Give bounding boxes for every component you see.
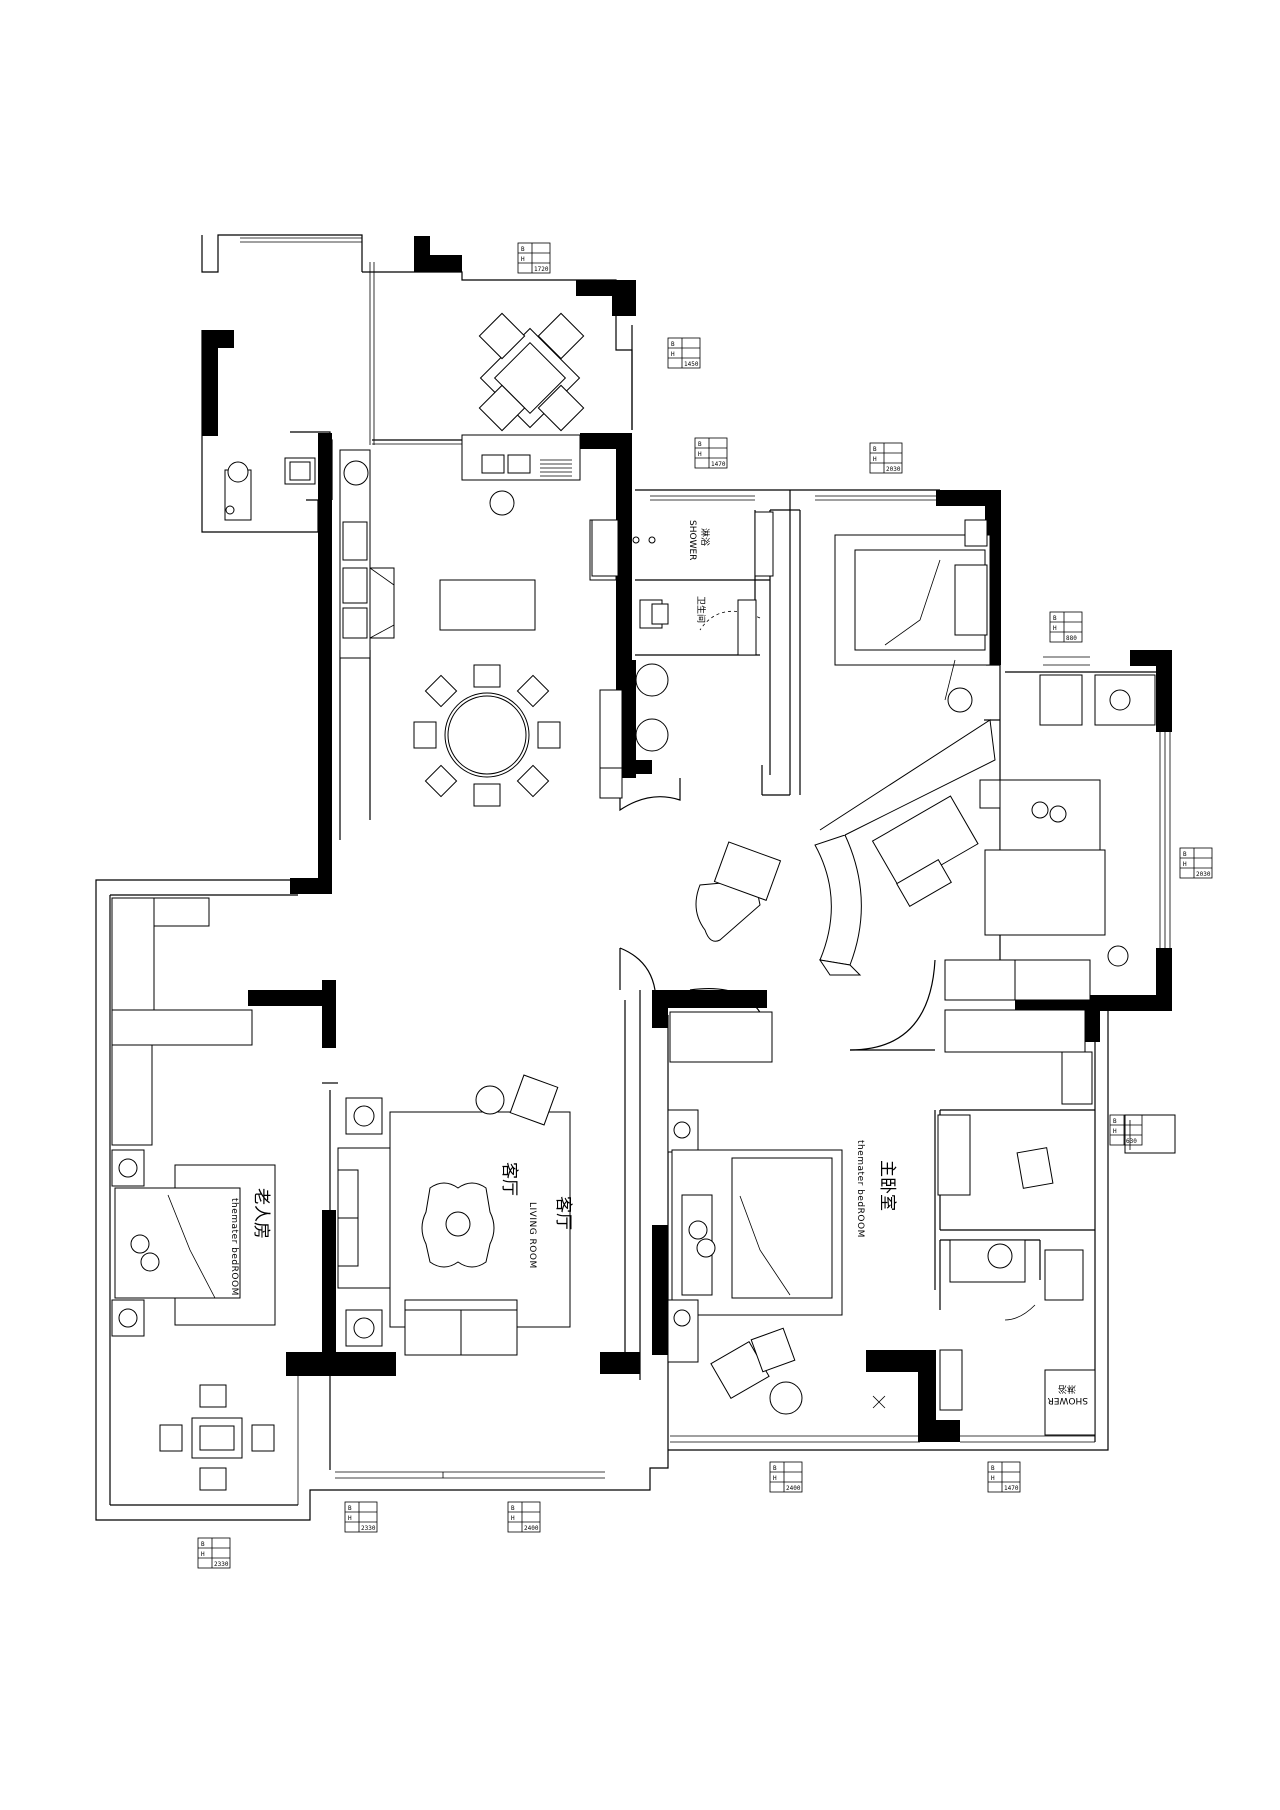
living-room-label-cn: 客厅 xyxy=(553,1196,573,1230)
tag-label: B xyxy=(773,1465,777,1472)
window-tag-t7: B H 630 xyxy=(1109,1114,1143,1146)
bathroom-top xyxy=(591,511,774,752)
shower-top-label-cn: 淋浴 xyxy=(699,528,711,546)
window-tag-t8: B H 2400 xyxy=(769,1461,803,1493)
elder-bedroom-label-cn: 老人房 xyxy=(251,1188,271,1239)
tag-label: B xyxy=(348,1505,352,1512)
tag-label: 2330 xyxy=(361,1525,376,1532)
tag-label: B xyxy=(873,446,877,453)
shower-bottom-label-en: SHOWER xyxy=(1048,1395,1088,1405)
shower-bottom-label-cn: 淋浴 xyxy=(1058,1383,1076,1395)
tag-label: B xyxy=(511,1505,515,1512)
window-tag-t2: B H 1450 xyxy=(667,337,701,369)
bedroom-top-right xyxy=(834,519,991,713)
tag-label: B xyxy=(1113,1118,1117,1125)
living-room-furniture xyxy=(337,1074,571,1356)
tag-label: H xyxy=(511,1515,515,1522)
bathroom-label-cn: 卫生间 xyxy=(695,596,707,623)
tag-label: H xyxy=(1183,861,1187,868)
window-tag-t3: B H 1470 xyxy=(694,437,728,469)
window-tags: B H 1720 B H 1450 B H 1470 B xyxy=(197,242,1213,1569)
tag-label: B xyxy=(698,441,702,448)
tag-label: H xyxy=(521,256,525,263)
piano xyxy=(695,719,996,976)
tea-table xyxy=(159,1384,275,1491)
tag-label: H xyxy=(348,1515,352,1522)
dining-round xyxy=(413,579,561,807)
elder-bedroom xyxy=(111,897,276,1337)
tag-label: H xyxy=(698,451,702,458)
bedroom-right xyxy=(871,674,1156,1001)
tag-label: 2400 xyxy=(524,1525,539,1532)
window-tag-t4: B H 2030 xyxy=(869,442,903,474)
tag-label: 630 xyxy=(1126,1138,1137,1145)
tag-label: 1470 xyxy=(1004,1485,1019,1492)
master-bedroom xyxy=(667,1011,886,1415)
tag-label: B xyxy=(1053,615,1057,622)
window-tag-t10: B H 2330 xyxy=(344,1501,378,1533)
window-tag-t11: B H 2400 xyxy=(507,1501,541,1533)
tag-label: B xyxy=(991,1465,995,1472)
tag-label: H xyxy=(873,456,877,463)
tag-label: B xyxy=(201,1541,205,1548)
window-tag-t12: B H 2330 xyxy=(197,1537,231,1569)
master-bath xyxy=(937,1009,1176,1436)
tag-label: H xyxy=(671,351,675,358)
thick-walls xyxy=(202,236,1172,1442)
dining-set-top xyxy=(478,312,585,432)
window-tag-t1: B H 1720 xyxy=(517,242,551,274)
master-bedroom-label-en: themater bedROOM xyxy=(855,1140,865,1238)
tag-label: 2400 xyxy=(786,1485,801,1492)
tag-label: 1470 xyxy=(711,461,726,468)
tag-label: B xyxy=(521,246,525,253)
window-tag-t6: B H 2030 xyxy=(1179,847,1213,879)
living-room-label-cn-dup: 客厅 xyxy=(499,1162,519,1196)
window-tag-t5: B H 880 xyxy=(1049,611,1083,643)
tag-label: 2030 xyxy=(1196,871,1211,878)
tag-label: H xyxy=(1113,1128,1117,1135)
tag-label: 2030 xyxy=(886,466,901,473)
living-room-label-en: LIVING ROOM xyxy=(527,1202,537,1269)
shower-top-label-en: SHOWER xyxy=(687,520,697,560)
tag-label: 880 xyxy=(1066,635,1077,642)
tag-label: H xyxy=(991,1475,995,1482)
tag-label: 1720 xyxy=(534,266,549,273)
utility-area xyxy=(224,457,316,521)
tag-label: B xyxy=(1183,851,1187,858)
tag-label: 2330 xyxy=(214,1561,229,1568)
tag-label: 1450 xyxy=(684,361,699,368)
tag-label: B xyxy=(671,341,675,348)
room-labels: 客厅 LIVING ROOM 客厅 主卧室 themater bedROOM 老… xyxy=(229,520,1088,1405)
tag-label: H xyxy=(1053,625,1057,632)
tag-label: H xyxy=(201,1551,205,1558)
elder-bedroom-label-en: themater bedROOM xyxy=(229,1198,239,1296)
tag-label: H xyxy=(773,1475,777,1482)
master-bedroom-label-cn: 主卧室 xyxy=(877,1160,897,1211)
window-tag-t9: B H 1470 xyxy=(987,1461,1021,1493)
